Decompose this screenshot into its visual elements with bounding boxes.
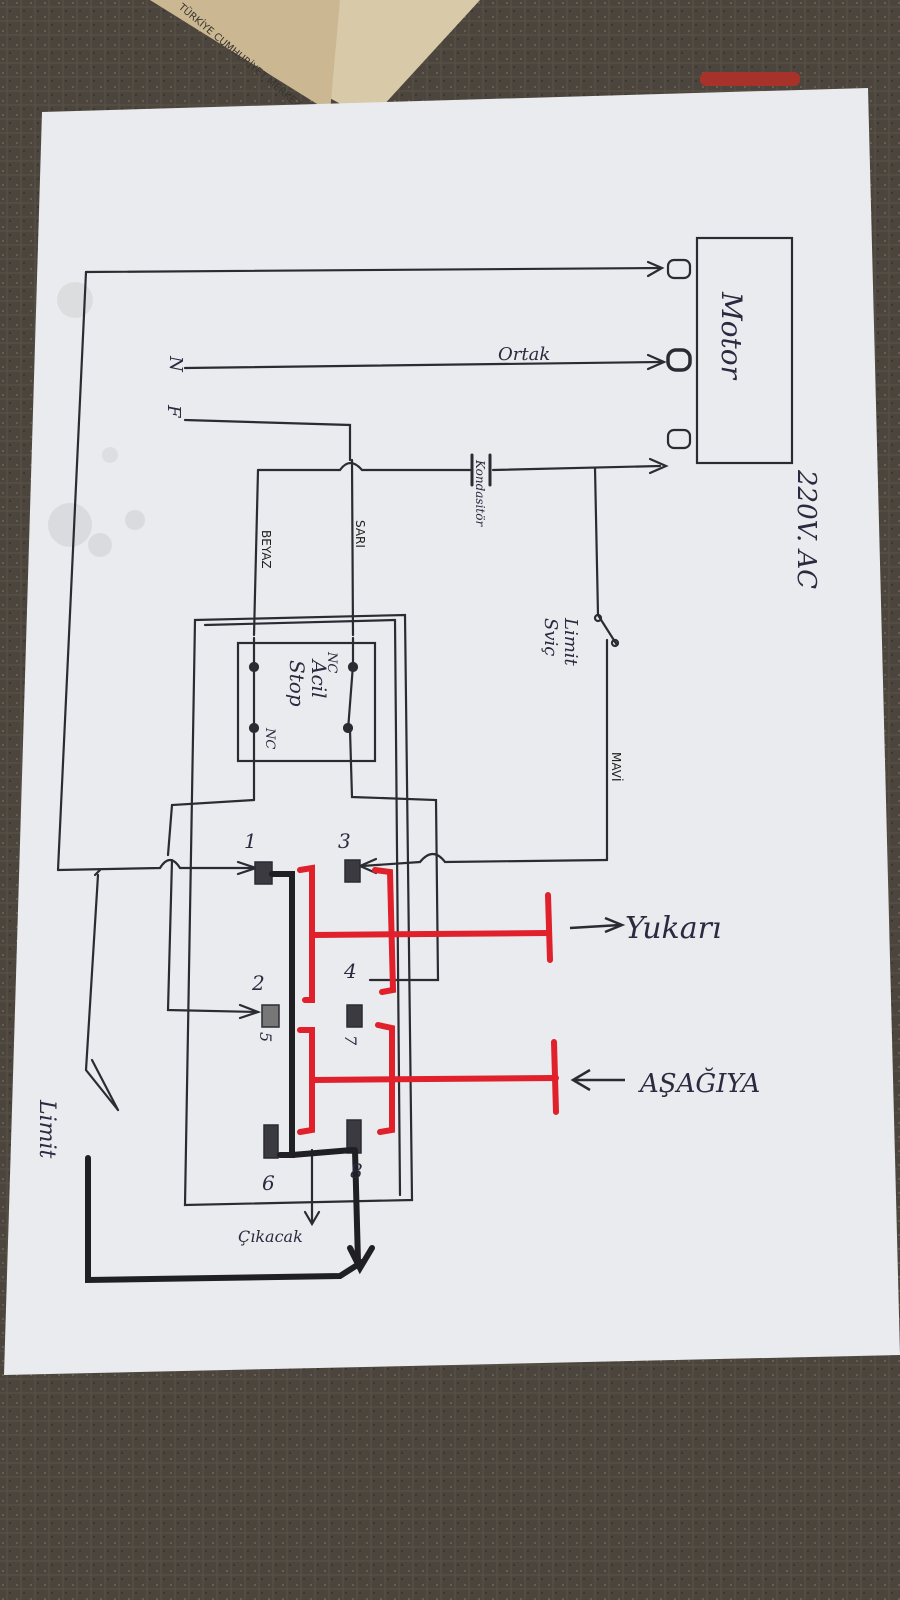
motor-terminal-mid bbox=[666, 348, 692, 372]
red-switch-wiring bbox=[297, 864, 559, 1135]
motor-terminal-top bbox=[666, 258, 692, 280]
beyaz-label: BEYAZ bbox=[259, 530, 273, 569]
emergency-stop-box bbox=[236, 641, 377, 763]
emergency-label-line1: Acil bbox=[307, 658, 331, 698]
terminal-block-3 bbox=[344, 859, 361, 883]
direction-arrows bbox=[569, 916, 626, 1092]
motor-box bbox=[695, 236, 794, 465]
terminal-block-2 bbox=[261, 1004, 280, 1028]
terminal-label-1: 1 bbox=[244, 829, 257, 853]
voltage-label: 220V. AC bbox=[791, 469, 821, 589]
output-label: Çıkacak bbox=[238, 1227, 303, 1246]
emergency-nc-top: NC bbox=[324, 651, 339, 673]
motor-label: Motor bbox=[715, 291, 748, 381]
terminal-block-4 bbox=[346, 1004, 363, 1028]
terminal-label-4: 4 bbox=[343, 959, 357, 983]
pen bbox=[700, 72, 800, 86]
emergency-nc-bottom: NC bbox=[262, 727, 277, 749]
down-label: AŞAĞIYA bbox=[638, 1067, 760, 1099]
terminal-label-7: 7 bbox=[341, 1035, 360, 1046]
terminal-label-3: 3 bbox=[338, 829, 351, 853]
motor-terminal-bottom bbox=[666, 428, 692, 450]
limit-switch-label-line2: Sviç bbox=[540, 618, 561, 656]
limit-label: Limit bbox=[34, 1099, 59, 1159]
common-bus bbox=[85, 871, 375, 1284]
emergency-label-line2: Stop bbox=[285, 660, 309, 707]
terminal-block-6 bbox=[263, 1124, 279, 1159]
terminal-label-2: 2 bbox=[251, 971, 265, 995]
wiring bbox=[56, 236, 794, 1227]
terminal-label-6: 6 bbox=[262, 1171, 275, 1195]
terminal-label-8: 8 bbox=[350, 1159, 363, 1183]
n-label: N bbox=[165, 355, 186, 373]
ortak-label: Ortak bbox=[498, 344, 550, 365]
kondansator-label: Kondasitör bbox=[473, 459, 487, 527]
limit-switch-label-line1: Limit bbox=[560, 617, 581, 667]
f-label: F bbox=[163, 404, 184, 419]
terminal-label-5: 5 bbox=[256, 1032, 275, 1042]
up-label: Yukarı bbox=[625, 911, 722, 946]
sari-label: SARI bbox=[353, 520, 367, 548]
paper bbox=[4, 88, 900, 1375]
terminal-blocks bbox=[254, 859, 363, 1159]
mavi-label: MAVİ bbox=[609, 752, 624, 782]
